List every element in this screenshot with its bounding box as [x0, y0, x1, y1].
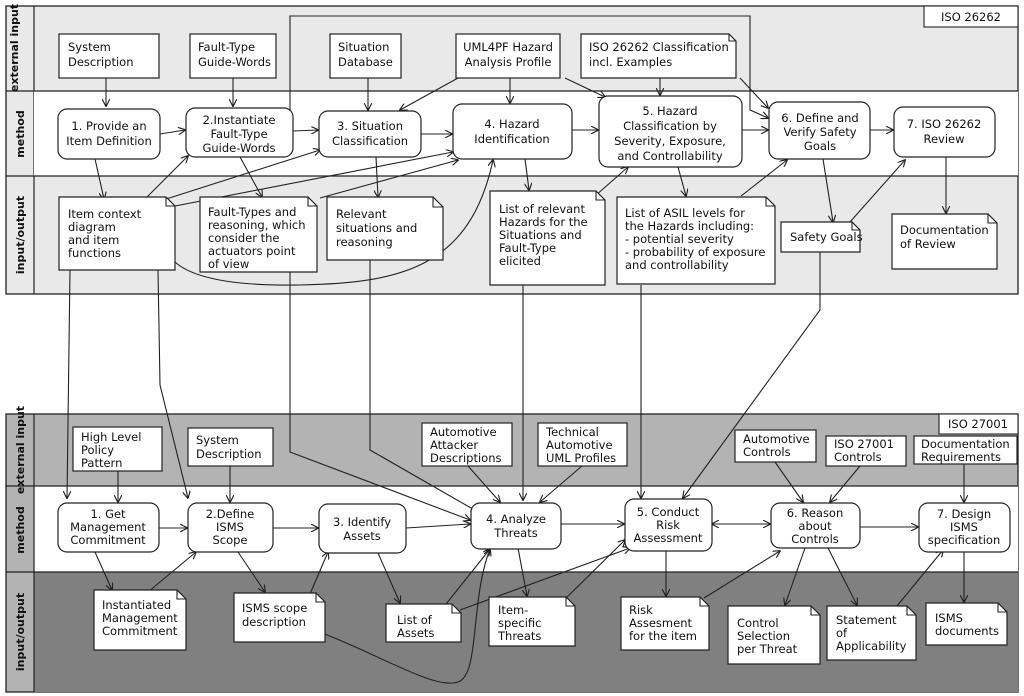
- output-safety-goals: Safety Goals: [780, 221, 863, 253]
- edges: [67, 15, 964, 684]
- svg-text:Safety Goals: Safety Goals: [790, 230, 863, 244]
- lane-label-external-input-bottom: external input: [14, 406, 27, 494]
- lane-label-method-bottom: method: [14, 506, 27, 553]
- lane-label-input-output: input/output: [14, 196, 27, 274]
- lane-label-input-output-bottom: input/output: [14, 593, 27, 671]
- iso26262-tag-label: ISO 26262: [941, 10, 1001, 24]
- iso26262-tag: [923, 5, 1019, 28]
- iso27001-tag-label: ISO 27001: [948, 417, 1008, 431]
- lane-label-external-input: external input: [8, 4, 21, 92]
- lane-label-method: method: [14, 110, 27, 157]
- iso27001-tag: [938, 413, 1019, 435]
